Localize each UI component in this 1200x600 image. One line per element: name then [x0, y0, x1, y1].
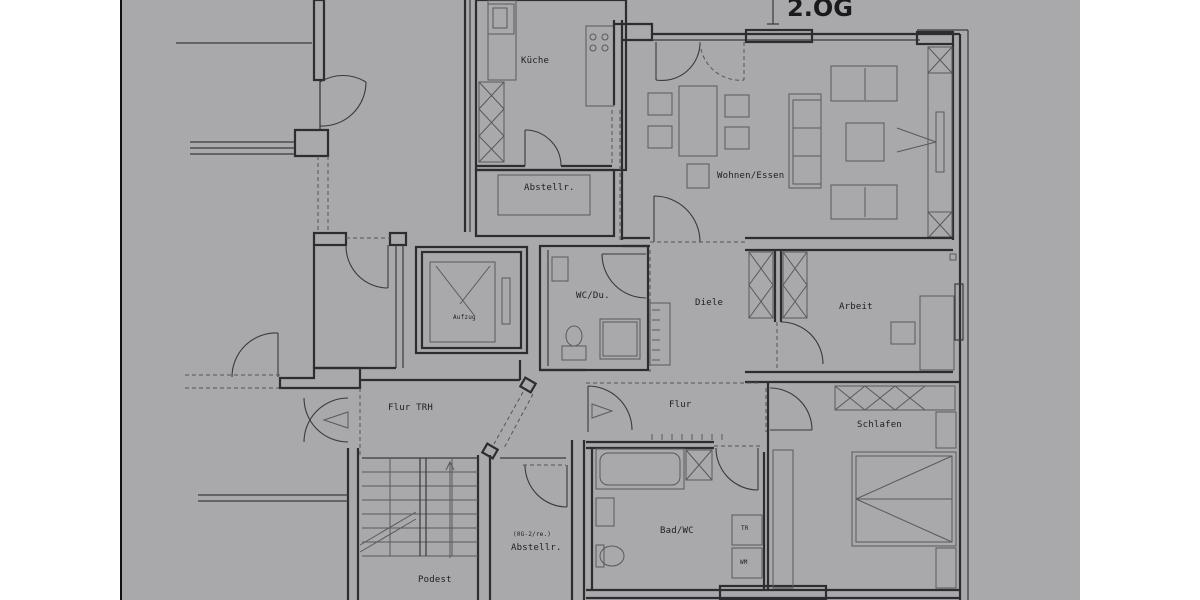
sheet-edge — [120, 0, 122, 600]
fixture-label-wm: WM — [740, 559, 748, 566]
room-label-arbeit: Arbeit — [839, 302, 873, 312]
room-label-kueche: Küche — [521, 56, 550, 66]
room-label-flur: Flur — [669, 400, 692, 410]
room-label-flur-trh: Flur TRH — [388, 403, 433, 413]
floor-level-label: 2.OG — [787, 0, 853, 22]
room-note-abstellr-bottom: (0G-2/re.) — [513, 531, 552, 538]
room-label-schlafen: Schlafen — [857, 420, 902, 430]
room-label-abstellr-bottom: Abstellr. — [511, 543, 562, 553]
room-label-wohnen-essen: Wohnen/Essen — [717, 171, 785, 181]
room-label-podest: Podest — [418, 575, 452, 585]
room-label-abstellr-top: Abstellr. — [524, 183, 575, 193]
room-label-diele: Diele — [695, 298, 724, 308]
fixture-label-tr: TR — [741, 525, 749, 532]
room-label-bad-wc: Bad/WC — [660, 526, 694, 536]
room-label-aufzug: Aufzug — [453, 314, 476, 321]
room-label-wc-du: WC/Du. — [576, 291, 610, 301]
